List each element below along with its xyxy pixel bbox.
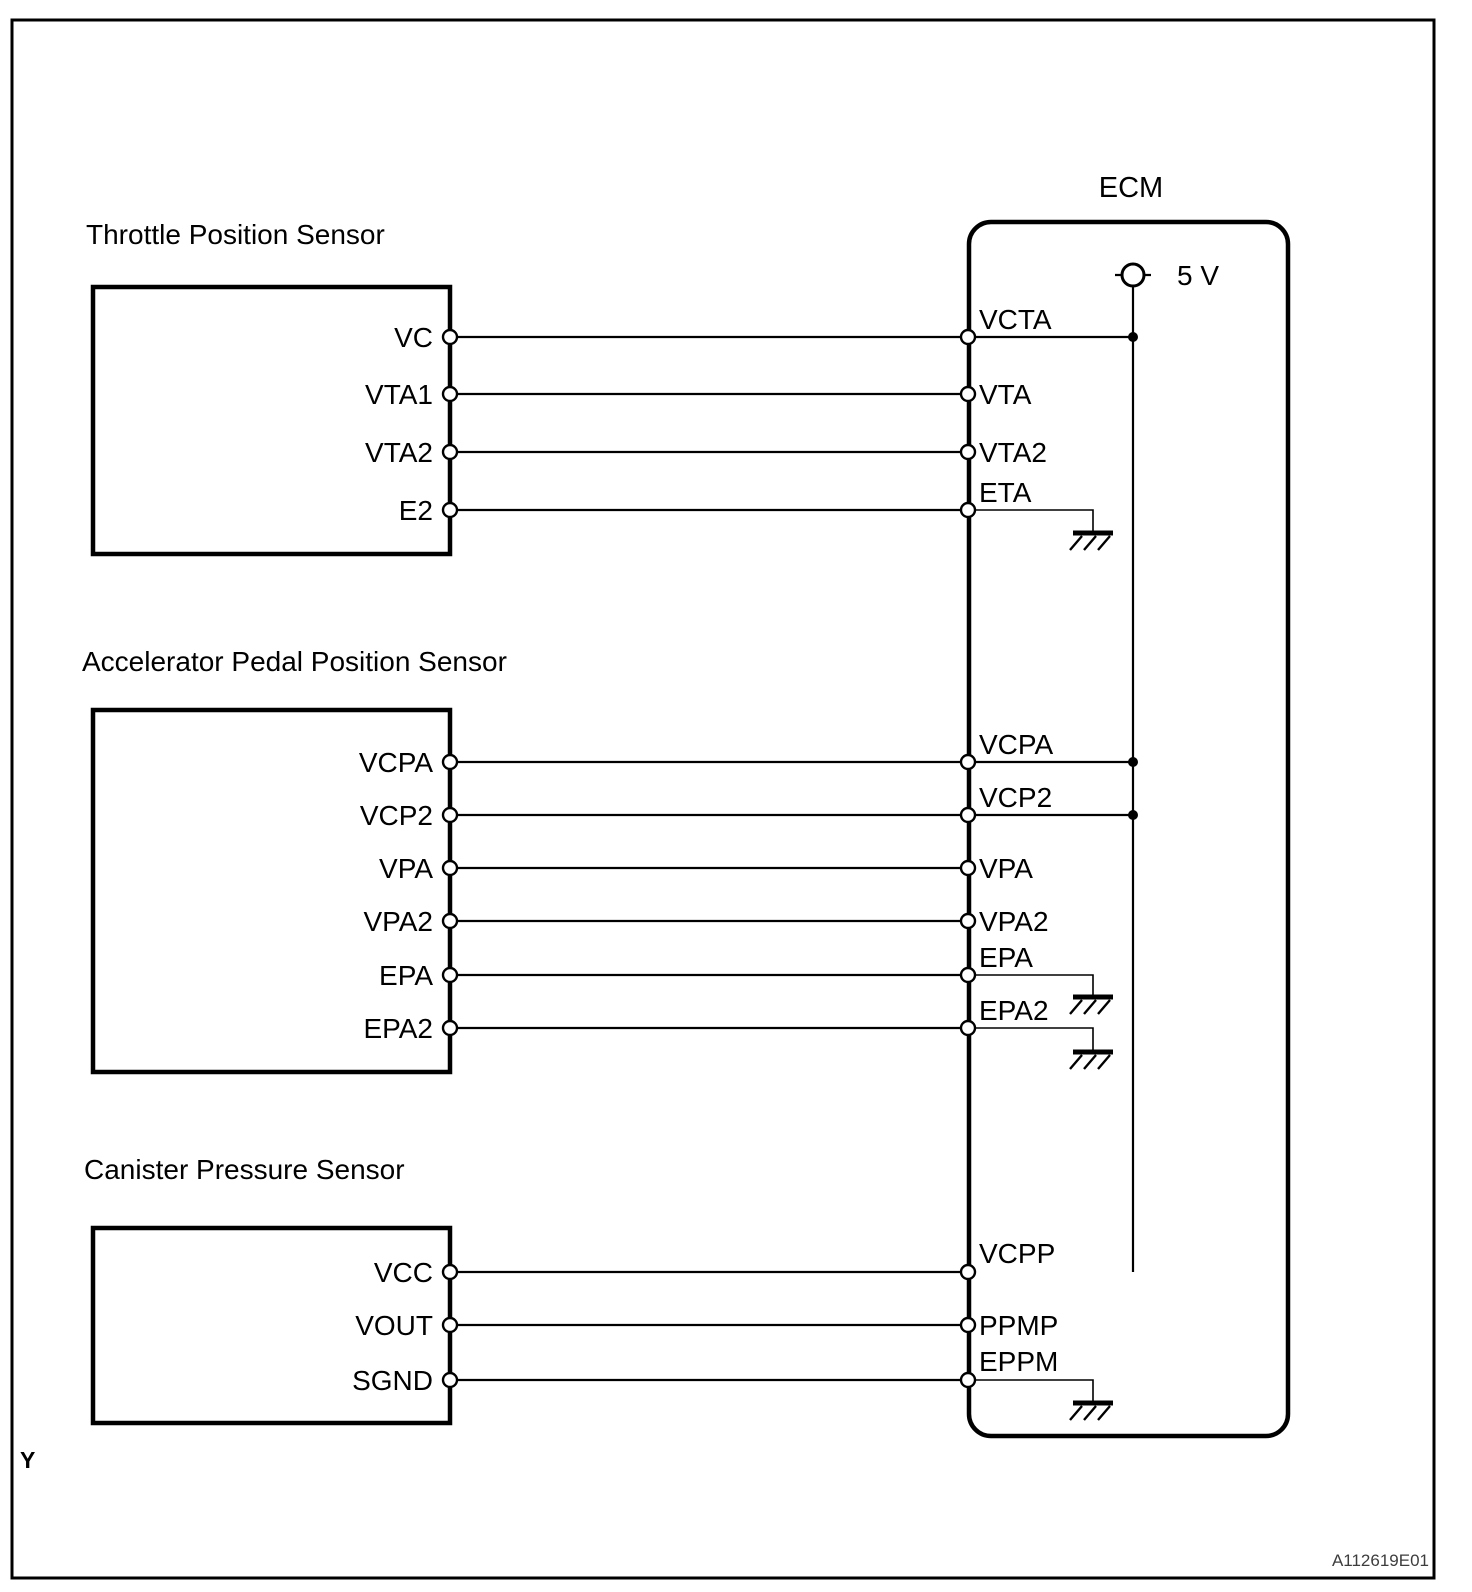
- pin-label-vta2: VTA2: [365, 437, 433, 468]
- junction-dot: [1128, 757, 1138, 767]
- pin-circle-vpa2: [441, 912, 459, 930]
- ground-hatch: [1069, 1054, 1083, 1070]
- ecm-pin-label-epa2: EPA2: [979, 995, 1049, 1026]
- pin-circle-ecm-eta: [959, 501, 977, 519]
- epa2-to-ground: [968, 1027, 1094, 1050]
- ground-hatch: [1069, 999, 1083, 1015]
- pin-circle-ecm-vta2: [959, 443, 977, 461]
- pin-label-vta1: VTA1: [365, 379, 433, 410]
- ecm-pin-label-eppm: EPPM: [979, 1346, 1058, 1377]
- ground-hatch: [1097, 1405, 1111, 1421]
- supply-rail: 5 V: [1115, 260, 1219, 1272]
- pin-circle-vpa: [441, 859, 459, 877]
- sensor-title: Throttle Position Sensor: [86, 219, 385, 250]
- pin-label-vcp2: VCP2: [360, 800, 433, 831]
- ecm-pin-label-vcpp: VCPP: [979, 1238, 1055, 1269]
- pin-circle-ecm-epa: [959, 966, 977, 984]
- ecm-pin-label-ppmp: PPMP: [979, 1310, 1058, 1341]
- ecm-pin-label-vcp2: VCP2: [979, 782, 1052, 813]
- pin-circle-vout: [441, 1316, 459, 1334]
- pin-label-sgnd: SGND: [352, 1365, 433, 1396]
- junction-dot: [1128, 810, 1138, 820]
- ground-hatch: [1083, 1405, 1097, 1421]
- sensor-pin-labels: VC VTA1 VTA2 E2 VCPA VCP2 VPA VPA2 EPA E…: [352, 322, 433, 1396]
- pin-circle-ecm-epa2: [959, 1019, 977, 1037]
- ground-symbol-epa2: [1069, 1049, 1113, 1070]
- pin-circle-sgnd: [441, 1371, 459, 1389]
- pin-label-epa2: EPA2: [363, 1013, 433, 1044]
- ecm-pin-label-vta: VTA: [979, 379, 1032, 410]
- ecm-pin-label-vcpa: VCPA: [979, 729, 1053, 760]
- ecm-pin-label-eta: ETA: [979, 477, 1032, 508]
- pin-circle-ecm-vpa: [959, 859, 977, 877]
- sensor-box: [90, 284, 453, 557]
- ground-symbol-epa: [1069, 994, 1113, 1015]
- ground-hatch: [1097, 1054, 1111, 1070]
- pin-circle-vcpa: [441, 753, 459, 771]
- pin-circle-ecm-vcta: [959, 328, 977, 346]
- pin-circle-vcc: [441, 1263, 459, 1281]
- sensor-title: Canister Pressure Sensor: [84, 1154, 405, 1185]
- ecm-internal-wires: [968, 332, 1138, 1401]
- ecm-pin-label-vpa2: VPA2: [979, 906, 1049, 937]
- pin-circle-vta2: [441, 443, 459, 461]
- supply-terminal-icon: [1120, 262, 1146, 288]
- ground-hatch: [1083, 1054, 1097, 1070]
- ground-hatch: [1097, 999, 1111, 1015]
- ecm-box: [966, 219, 1291, 1439]
- pin-circle-ecm-vcp2: [959, 806, 977, 824]
- ecm-pin-label-vcta: VCTA: [979, 304, 1052, 335]
- epa-to-ground: [968, 974, 1094, 995]
- ecm-pin-label-vpa: VPA: [979, 853, 1033, 884]
- pin-label-e2: E2: [399, 495, 433, 526]
- pin-circle-ecm-vcpp: [959, 1263, 977, 1281]
- pin-circle-vcp2: [441, 806, 459, 824]
- ground-hatch: [1083, 999, 1097, 1015]
- ground-hatch: [1069, 535, 1083, 551]
- pin-label-epa: EPA: [379, 960, 433, 991]
- pin-circle-epa: [441, 966, 459, 984]
- pin-circle-ecm-eppm: [959, 1371, 977, 1389]
- ground-hatch: [1083, 535, 1097, 551]
- accelerator-pedal-position-sensor: Accelerator Pedal Position Sensor: [82, 646, 507, 1075]
- ecm-module: ECM: [966, 172, 1291, 1439]
- doc-code: A112619E01: [1332, 1551, 1429, 1570]
- pin-terminals: [441, 328, 977, 1389]
- ecm-pin-label-epa: EPA: [979, 942, 1033, 973]
- pin-circle-ecm-ppmp: [959, 1316, 977, 1334]
- pin-circle-vc: [441, 328, 459, 346]
- figure-border: [10, 18, 1436, 1580]
- ecm-title: ECM: [1099, 172, 1163, 204]
- pin-label-vpa: VPA: [379, 853, 433, 884]
- pin-label-vpa2: VPA2: [363, 906, 433, 937]
- harness-wires: [450, 335, 968, 1382]
- ecm-pin-label-vta2: VTA2: [979, 437, 1047, 468]
- junction-dot: [1128, 332, 1138, 342]
- supply-label: 5 V: [1177, 260, 1219, 291]
- throttle-position-sensor: Throttle Position Sensor: [86, 219, 453, 557]
- pin-circle-vta1: [441, 385, 459, 403]
- pin-circle-ecm-vcpa: [959, 753, 977, 771]
- pin-circle-epa2: [441, 1019, 459, 1037]
- pin-label-vc: VC: [394, 322, 433, 353]
- eppm-to-ground: [968, 1379, 1094, 1401]
- sensor-title: Accelerator Pedal Position Sensor: [82, 646, 507, 677]
- pin-circle-e2: [441, 501, 459, 519]
- pin-circle-ecm-vta: [959, 385, 977, 403]
- ecm-pin-labels: VCTA VTA VTA2 ETA VCPA VCP2 VPA VPA2 EPA…: [979, 304, 1058, 1377]
- ground-hatch: [1097, 535, 1111, 551]
- ground-hatch: [1069, 1405, 1083, 1421]
- pin-circle-ecm-vpa2: [959, 912, 977, 930]
- page-marker: Y: [20, 1447, 35, 1473]
- ground-symbol-eppm: [1069, 1400, 1113, 1421]
- ground-symbol-eta: [1069, 530, 1113, 551]
- sensor-box: [90, 707, 453, 1075]
- pin-label-vout: VOUT: [355, 1310, 433, 1341]
- pin-label-vcpa: VCPA: [359, 747, 433, 778]
- pin-label-vcc: VCC: [374, 1257, 433, 1288]
- eta-to-ground: [968, 509, 1094, 531]
